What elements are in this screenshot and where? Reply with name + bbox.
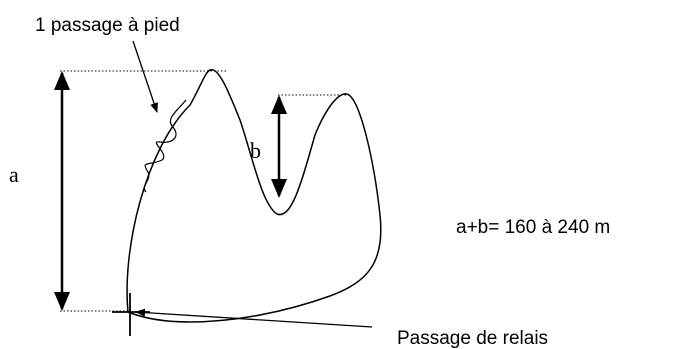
dimension-arrow-b-top-head bbox=[271, 95, 287, 114]
relay-pointer bbox=[135, 308, 373, 328]
course-loop bbox=[126, 68, 382, 323]
relay-passage-label: Passage de relais bbox=[397, 328, 548, 349]
dimension-arrow-a-top-head bbox=[54, 71, 70, 90]
dimension-label-b: b bbox=[250, 138, 261, 163]
pedestrian-passage-label: 1 passage à pied bbox=[35, 15, 180, 36]
formula-label: a+b= 160 à 240 m bbox=[456, 217, 610, 238]
dimension-label-a: a bbox=[9, 162, 19, 187]
dimension-arrow-b-bottom-head bbox=[271, 179, 287, 198]
pedestrian-zigzag bbox=[143, 99, 187, 193]
dimension-arrow-a-bottom-head bbox=[54, 292, 70, 311]
pedestrian-passage-pointer bbox=[132, 40, 158, 113]
